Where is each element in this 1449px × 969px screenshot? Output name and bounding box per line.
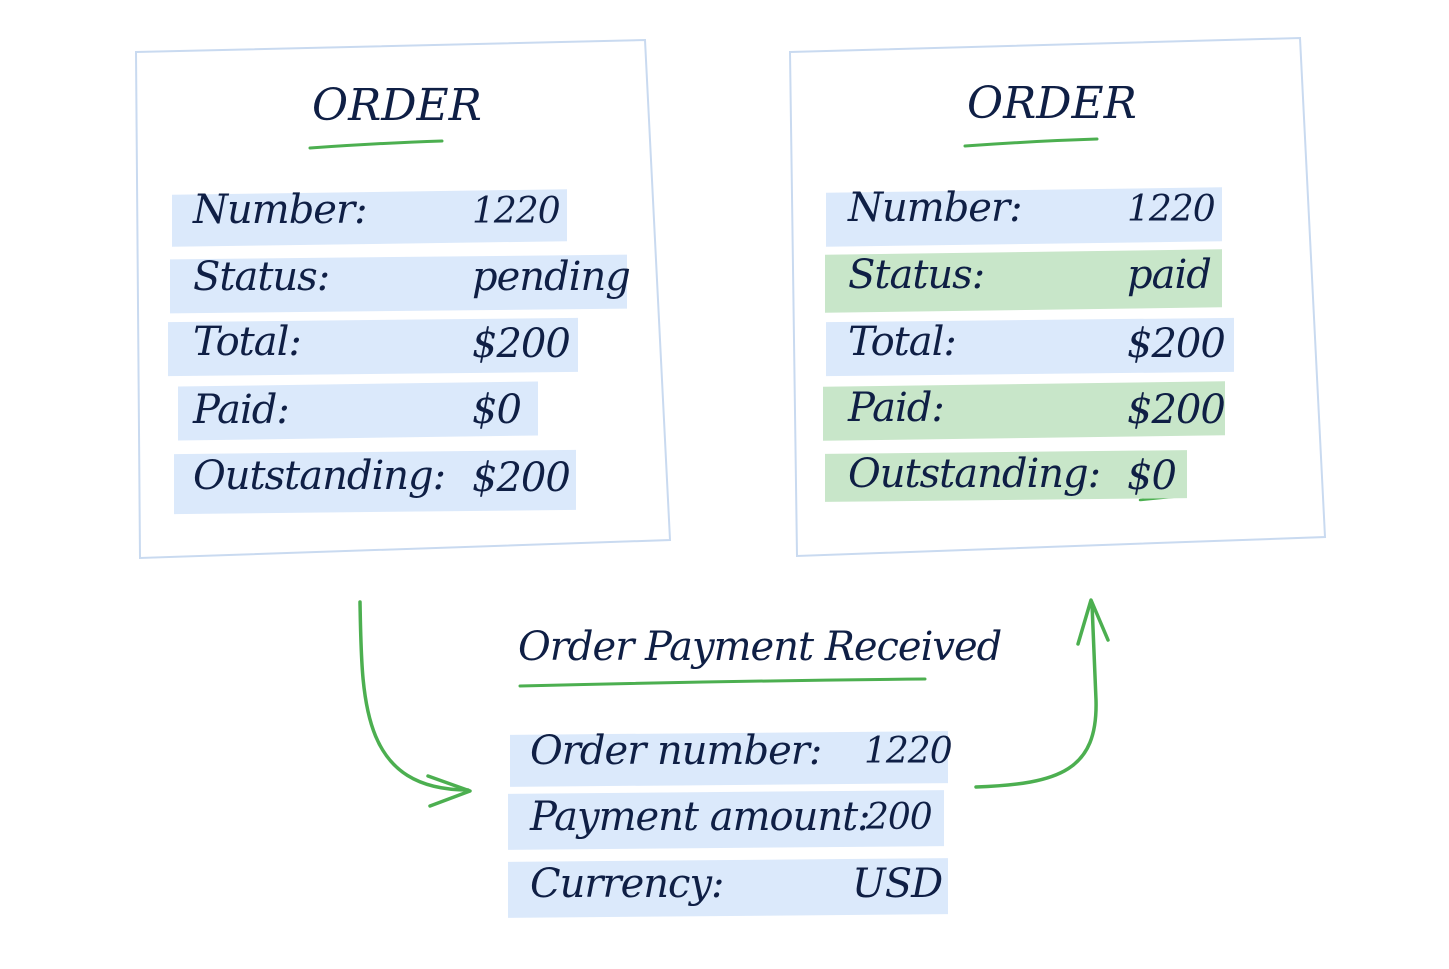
event-currency-label: Currency: bbox=[530, 861, 725, 907]
order-before-total-label: Total: bbox=[193, 319, 302, 365]
event-order-number-value: 1220 bbox=[864, 731, 953, 772]
event-payment-amount-label: Payment amount: bbox=[530, 794, 871, 840]
event-title-underline bbox=[518, 677, 927, 688]
arrow-to-event bbox=[358, 600, 470, 792]
event-payment-amount-value: 200 bbox=[866, 797, 933, 838]
order-after-total-value: $200 bbox=[1127, 321, 1226, 367]
arrow-to-event-head bbox=[426, 774, 472, 808]
order-before-title-underline bbox=[308, 139, 444, 150]
order-after-status-label: Status: bbox=[848, 252, 985, 298]
order-after-status-value: paid bbox=[1127, 252, 1212, 298]
order-before-status-label: Status: bbox=[193, 254, 330, 300]
event-title: Order Payment Received bbox=[518, 624, 1002, 670]
order-after-outstanding-label: Outstanding: bbox=[848, 451, 1101, 497]
order-before-total-value: $200 bbox=[472, 321, 571, 367]
event-order-number-label: Order number: bbox=[530, 728, 822, 774]
order-before-number-value: 1220 bbox=[472, 191, 561, 232]
order-after-outstanding-value: $0 bbox=[1127, 453, 1177, 499]
arrow-to-order-after-head bbox=[1076, 598, 1110, 646]
order-before-title: ORDER bbox=[312, 80, 482, 131]
order-before-frame bbox=[134, 38, 672, 560]
order-after-total-label: Total: bbox=[848, 319, 957, 365]
order-before-paid-label: Paid: bbox=[193, 387, 290, 433]
order-after-number-label: Number: bbox=[848, 185, 1023, 231]
order-before-outstanding-value: $200 bbox=[472, 455, 571, 501]
order-after-paid-label: Paid: bbox=[848, 385, 945, 431]
order-after-paid-value: $200 bbox=[1127, 387, 1226, 433]
arrow-to-order-after bbox=[974, 602, 1098, 789]
order-before-paid-value: $0 bbox=[472, 387, 522, 433]
order-after-frame bbox=[788, 36, 1327, 558]
order-after-title-underline bbox=[963, 137, 1099, 148]
order-before-number-label: Number: bbox=[193, 187, 368, 233]
event-currency-value: USD bbox=[852, 861, 943, 907]
order-before-outstanding-label: Outstanding: bbox=[193, 453, 446, 499]
order-after-title: ORDER bbox=[967, 78, 1137, 129]
order-after-number-value: 1220 bbox=[1127, 189, 1216, 230]
order-before-status-value: pending bbox=[472, 254, 631, 300]
